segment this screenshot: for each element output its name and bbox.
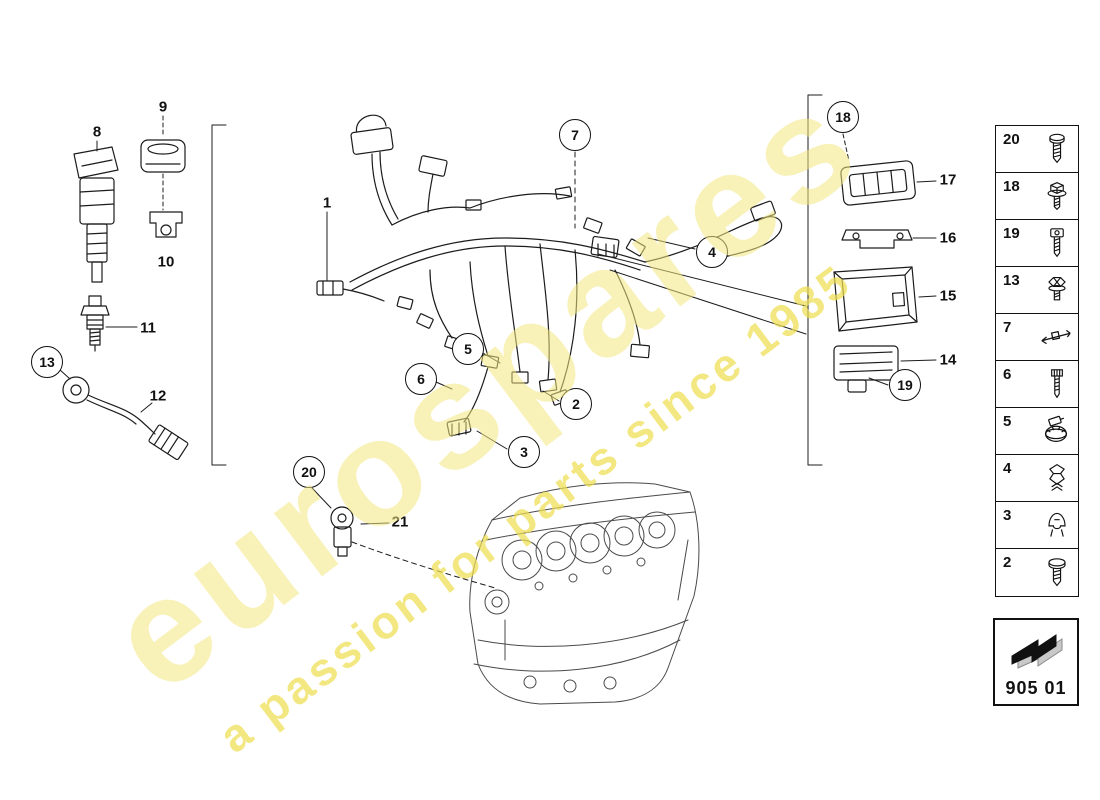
- callout-16[interactable]: 16: [939, 229, 957, 247]
- callout-9[interactable]: 9: [158, 98, 168, 116]
- callout-17[interactable]: 17: [939, 171, 957, 189]
- hose-clamp-icon: [1044, 415, 1068, 443]
- callout-7[interactable]: 7: [559, 119, 591, 151]
- callout-4[interactable]: 4: [696, 236, 728, 268]
- fastener-number: 20: [1003, 131, 1020, 148]
- direction-arrow-icon: [1011, 634, 1063, 669]
- cheese-head-screw-icon: [1051, 369, 1063, 399]
- callout-2[interactable]: 2: [560, 388, 592, 420]
- camshaft-sensor-drawing: [330, 506, 354, 557]
- fastener-number: 5: [1003, 413, 1012, 430]
- wiring-harness-drawing: [316, 114, 783, 437]
- fastener-number: 6: [1003, 366, 1012, 383]
- spark-plug-drawing: [80, 295, 110, 352]
- fastener-number: 7: [1003, 319, 1012, 336]
- callout-19[interactable]: 19: [889, 369, 921, 401]
- fastener-row-5[interactable]: 5: [996, 408, 1078, 455]
- callout-15[interactable]: 15: [939, 287, 957, 305]
- knock-sensor-drawing: [62, 376, 189, 461]
- fastener-row-13[interactable]: 13: [996, 267, 1078, 314]
- fastener-number: 4: [1003, 460, 1012, 477]
- coil-retainer-drawing: [149, 211, 183, 238]
- fastener-table: 20 18 19 13: [995, 125, 1079, 597]
- socket-head-screw-icon: [1050, 228, 1064, 258]
- hex-bolt-icon: [1048, 276, 1066, 301]
- callout-1[interactable]: 1: [322, 194, 332, 212]
- fastener-number: 2: [1003, 554, 1012, 571]
- housing-box-drawing: [833, 266, 918, 332]
- cable-tie-icon: [1041, 329, 1071, 345]
- cylinder-head-drawing: [469, 482, 700, 705]
- callout-18[interactable]: 18: [827, 101, 859, 133]
- leader-lines: [58, 94, 937, 589]
- callout-12[interactable]: 12: [149, 387, 167, 405]
- fastener-row-2[interactable]: 2: [996, 549, 1078, 596]
- fastener-number: 13: [1003, 272, 1020, 289]
- ignition-coil-drawing: [73, 146, 119, 283]
- fastener-number: 18: [1003, 178, 1020, 195]
- retaining-clip-icon: [1048, 512, 1066, 537]
- callout-21[interactable]: 21: [391, 513, 409, 531]
- diagram-group-box[interactable]: 905 01: [993, 618, 1079, 706]
- fastener-row-4[interactable]: 4: [996, 455, 1078, 502]
- diagram-group-code: 905 01: [1005, 678, 1067, 698]
- fastener-row-6[interactable]: 6: [996, 361, 1078, 408]
- fastener-row-20[interactable]: 20: [996, 126, 1078, 173]
- callout-11[interactable]: 11: [140, 319, 156, 337]
- hex-flange-bolt-icon: [1047, 182, 1067, 211]
- fastener-row-19[interactable]: 19: [996, 220, 1078, 267]
- fastener-number: 19: [1003, 225, 1020, 242]
- callout-5[interactable]: 5: [452, 333, 484, 365]
- callout-6[interactable]: 6: [405, 363, 437, 395]
- spring-clip-icon: [1049, 463, 1065, 491]
- control-unit-drawing: [840, 160, 916, 206]
- callout-8[interactable]: 8: [92, 123, 102, 141]
- fastener-row-18[interactable]: 18: [996, 173, 1078, 220]
- callout-13[interactable]: 13: [31, 346, 63, 378]
- callout-10[interactable]: 10: [157, 253, 175, 271]
- fastener-row-3[interactable]: 3: [996, 502, 1078, 549]
- cover-tray-drawing: [833, 345, 899, 393]
- callout-3[interactable]: 3: [508, 436, 540, 468]
- callout-20[interactable]: 20: [293, 456, 325, 488]
- pan-head-screw-icon: [1049, 133, 1065, 164]
- callout-14[interactable]: 14: [939, 351, 957, 369]
- pan-head-screw-icon: [1048, 557, 1066, 586]
- retainer-plate-drawing: [841, 229, 913, 249]
- fastener-number: 3: [1003, 507, 1012, 524]
- fastener-row-7[interactable]: 7: [996, 314, 1078, 361]
- coil-cap-drawing: [140, 139, 186, 173]
